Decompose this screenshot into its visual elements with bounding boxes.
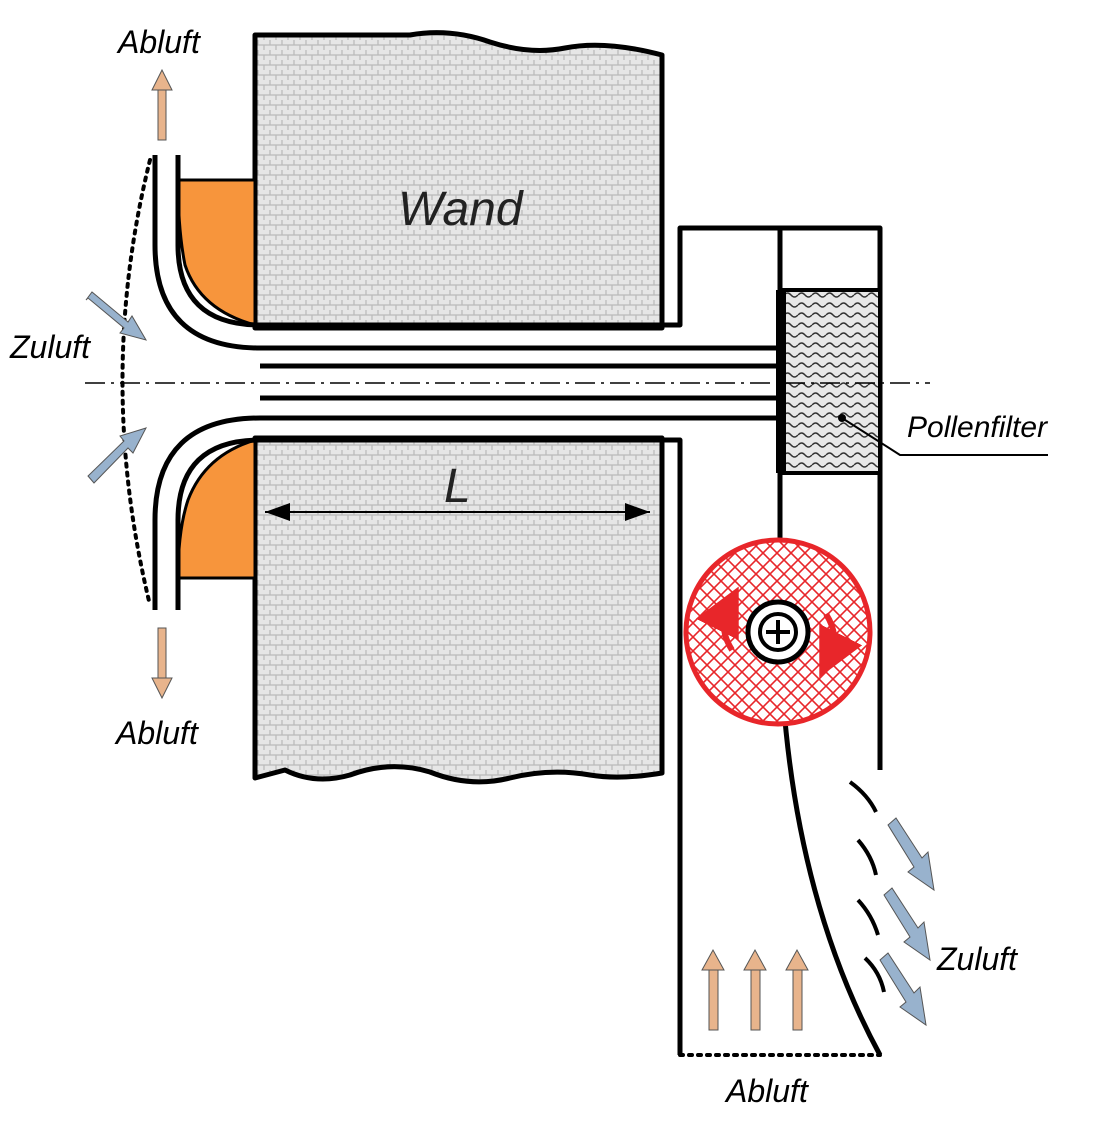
- supply-arrow-left-top: [85, 291, 148, 341]
- length-label: L: [444, 460, 471, 513]
- pollenfilter-leader: [841, 417, 1048, 456]
- supply-label-right: Zuluft: [936, 941, 1018, 977]
- duct-bottom-outer: [152, 415, 780, 610]
- duct-top-inner: [175, 155, 883, 770]
- exhaust-label-top: Abluft: [116, 24, 201, 60]
- circle-plus-icon: [758, 612, 798, 652]
- pollenfilter-label: Pollenfilter: [907, 411, 1048, 444]
- wall-upper: [252, 30, 665, 331]
- filter-edge: [776, 290, 786, 473]
- exhaust-arrow-top: [151, 68, 173, 141]
- filter-frame: [778, 288, 882, 475]
- exhaust-arrow-bottom-left: [151, 627, 173, 700]
- duct-top-outer: [152, 155, 780, 351]
- insulation-bottom: [176, 437, 257, 580]
- exhaust-label-bottom-left: Abluft: [114, 715, 199, 751]
- supply-arrow-left-bottom: [87, 427, 147, 484]
- length-dimension: [265, 503, 650, 521]
- wall-label: Wand: [398, 183, 524, 236]
- insulation-top: [176, 178, 257, 327]
- supply-flow-arcs: [848, 780, 886, 993]
- duct-bottom-inner: [175, 437, 683, 1055]
- pollenfilter-point: [838, 414, 846, 422]
- exhaust-label-bottom: Abluft: [724, 1073, 809, 1109]
- wall-lower: [252, 435, 665, 785]
- rotation-arrows-icon: [695, 586, 863, 678]
- supply-arrows-right: [879, 817, 935, 1027]
- exhaust-arrows-bottom: [701, 948, 809, 1031]
- airflow-boundary-left: [120, 158, 152, 607]
- supply-label-left: Zuluft: [9, 329, 91, 365]
